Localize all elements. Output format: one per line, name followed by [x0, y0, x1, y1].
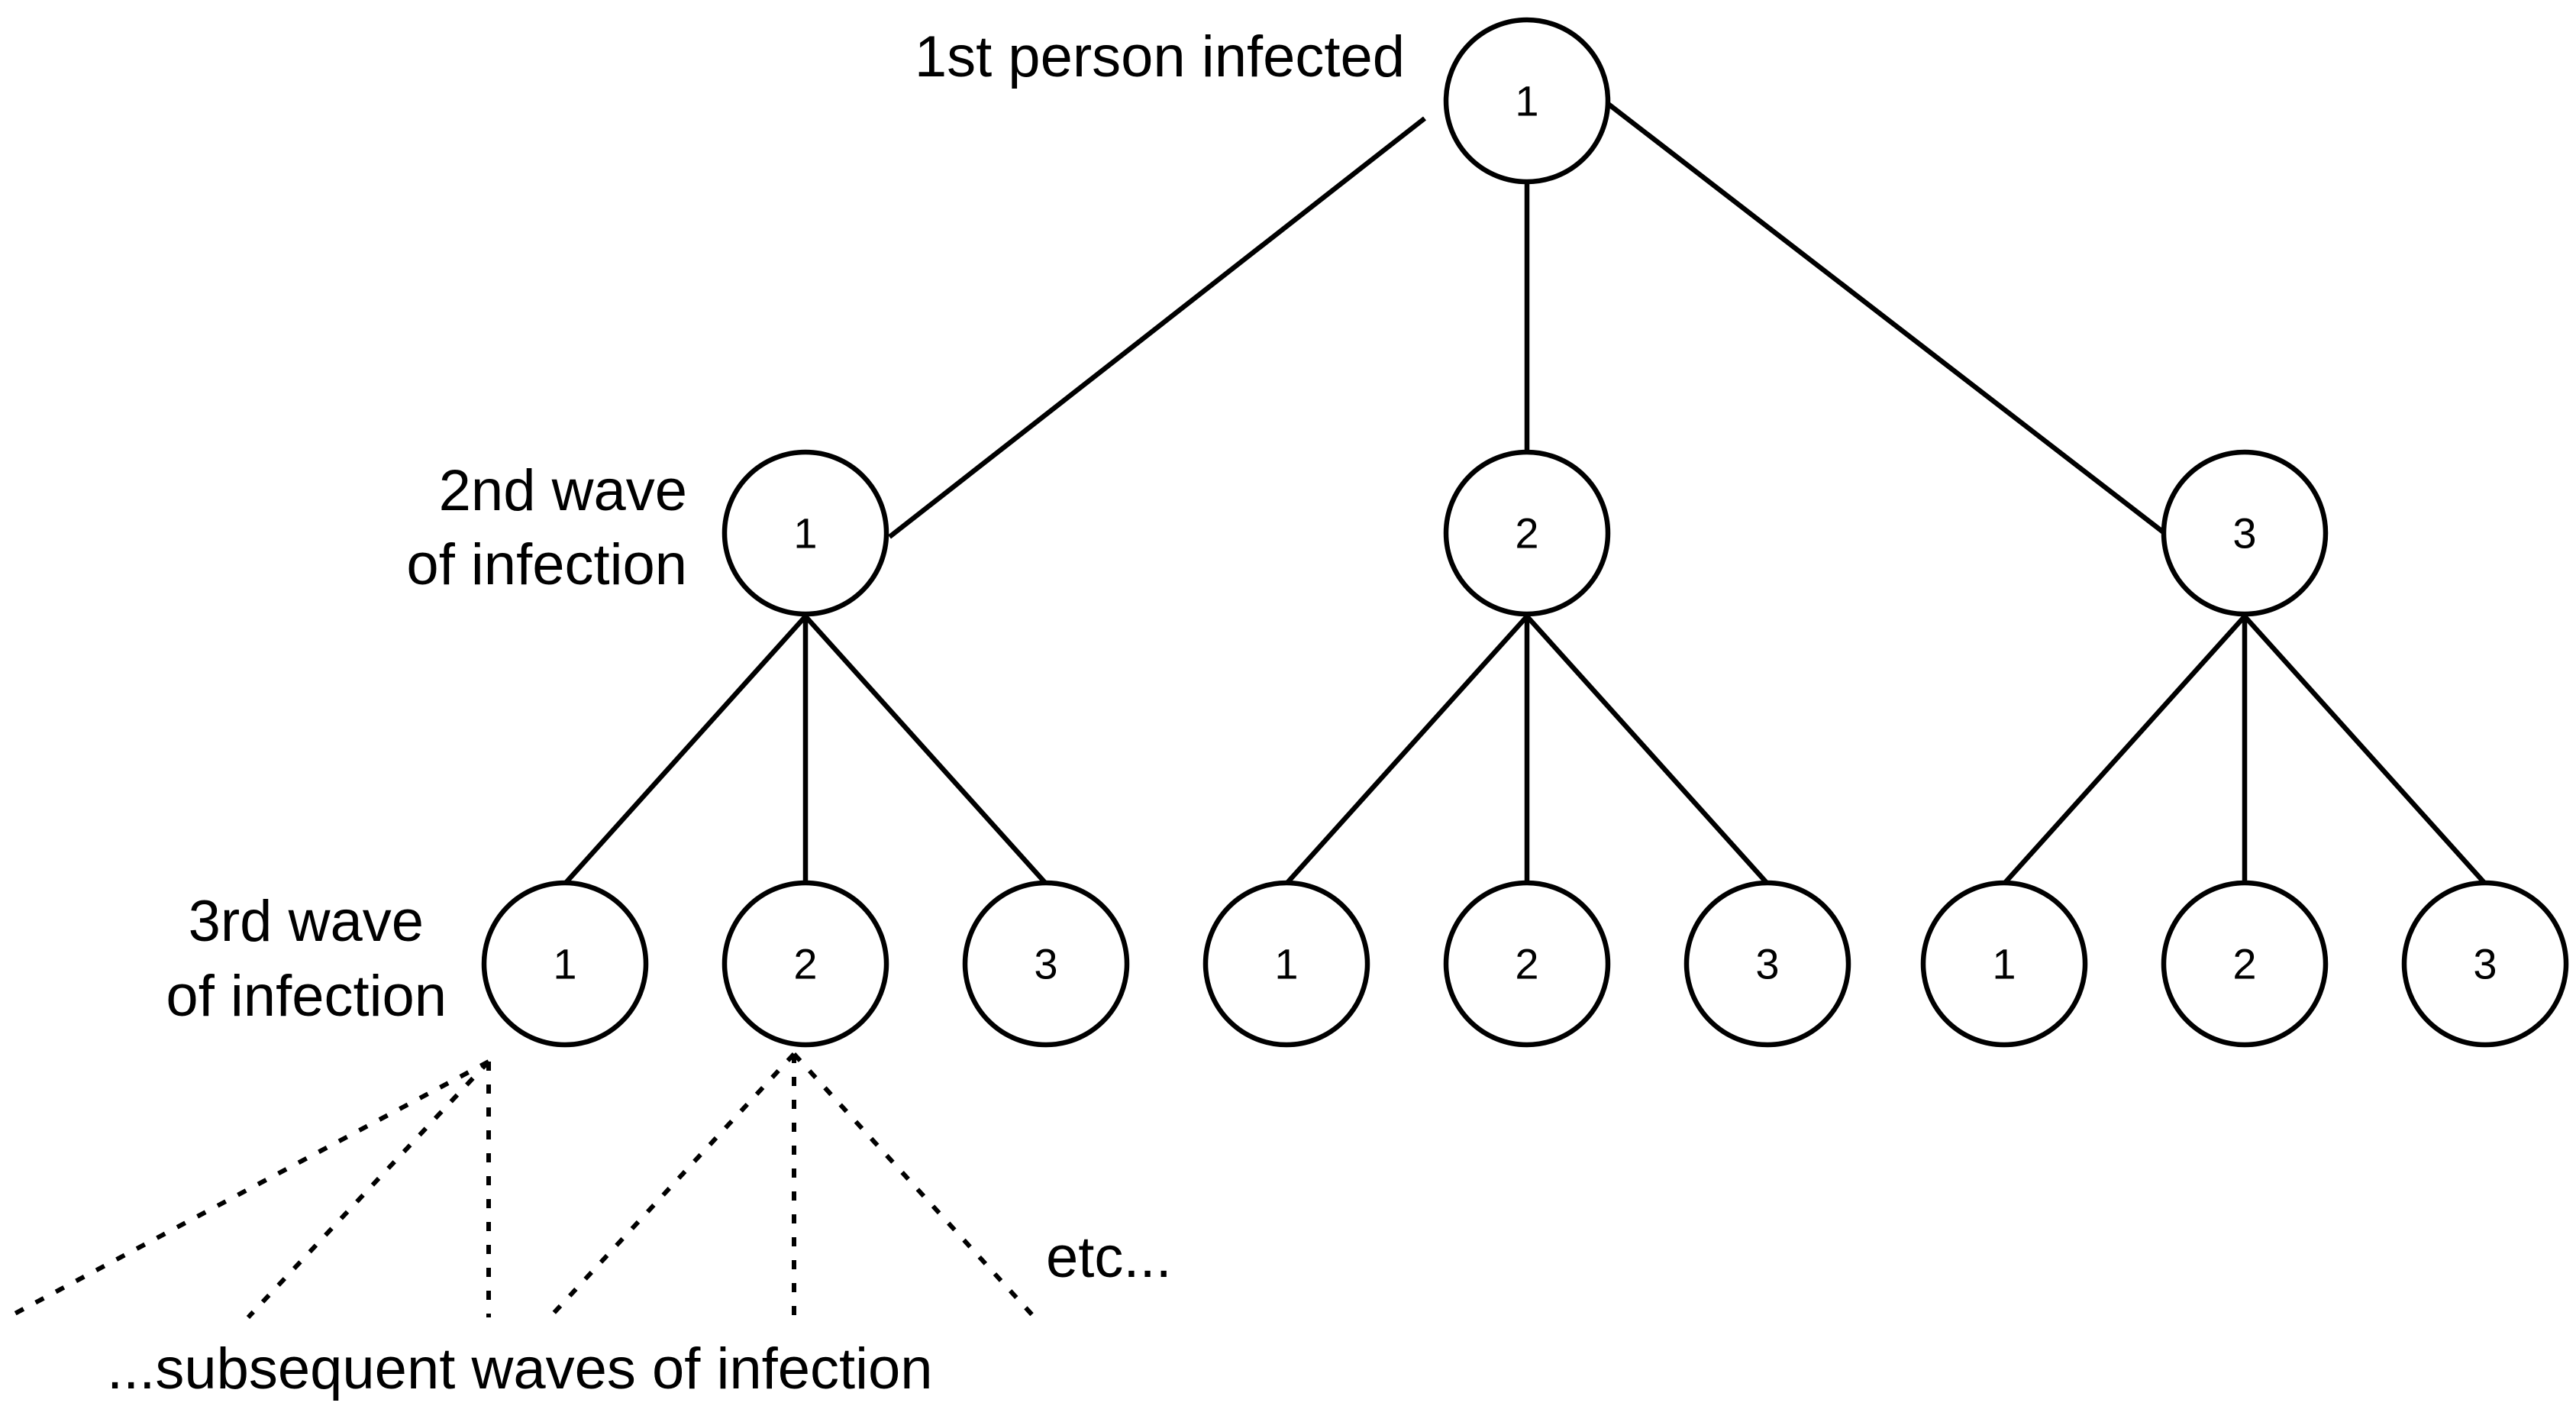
node-wave3-1-2: 2 [721, 880, 889, 1048]
wave3-label-line2: of infection [166, 964, 447, 1029]
dotted-edge-a1 [6, 1059, 490, 1320]
continuation-label: etc... [1046, 1225, 1172, 1290]
edge-w2-3-to-w3-1 [2002, 614, 2247, 886]
root-label: 1st person infected [915, 24, 1405, 89]
node-wave3-3-2: 2 [2161, 880, 2329, 1048]
node-wave2-2: 2 [1443, 449, 1611, 617]
edges-subsequent-waves [6, 1052, 1037, 1320]
edges-wave2-to-wave3 [563, 614, 2487, 886]
edge-w2-2-to-w3-3 [1525, 614, 1770, 886]
wave2-nodes: 1 2 3 [721, 449, 2329, 617]
node-wave3-1-3: 3 [962, 880, 1130, 1048]
subsequent-waves-label: ...subsequent waves of infection [107, 1337, 933, 1401]
node-wave3-2-3: 3 [1683, 880, 1851, 1048]
edge-root-to-wave2-3 [1606, 101, 2166, 535]
node-wave3-1-1-label: 1 [553, 940, 576, 988]
dotted-edge-a2 [246, 1059, 491, 1320]
node-wave3-2-3-label: 3 [1755, 940, 1779, 988]
wave3-label: 3rd wave of infection [166, 889, 447, 1029]
node-wave3-1-2-label: 2 [793, 940, 817, 988]
node-wave3-3-3: 3 [2401, 880, 2569, 1048]
edges-root-to-wave2 [887, 101, 2166, 539]
node-wave3-3-1: 1 [1920, 880, 2088, 1048]
dotted-edge-b1 [547, 1052, 796, 1320]
node-wave2-2-label: 2 [1515, 509, 1538, 558]
node-wave3-2-1-label: 1 [1274, 940, 1298, 988]
node-wave3-2-2-label: 2 [1515, 940, 1538, 988]
node-wave2-1: 1 [721, 449, 889, 617]
node-wave3-2-1: 1 [1202, 880, 1370, 1048]
node-wave3-1-1: 1 [481, 880, 649, 1048]
wave2-label: 2nd wave of infection [406, 458, 687, 597]
node-wave3-3-1-label: 1 [1992, 940, 2016, 988]
wave2-label-line2: of infection [406, 532, 687, 597]
node-root: 1 [1443, 17, 1611, 185]
node-wave3-3-2-label: 2 [2232, 940, 2256, 988]
node-wave3-3-3-label: 3 [2473, 940, 2497, 988]
node-root-circle [1443, 17, 1611, 185]
wave3-label-line1: 3rd wave [189, 889, 424, 954]
edge-w2-2-to-w3-1 [1284, 614, 1529, 886]
edge-w2-3-to-w3-3 [2242, 614, 2487, 886]
edge-w2-1-to-w3-3 [803, 614, 1048, 886]
dotted-edge-b3 [792, 1052, 1037, 1320]
node-wave2-3: 3 [2161, 449, 2329, 617]
wave2-label-line1: 2nd wave [439, 458, 687, 523]
node-wave2-3-label: 3 [2232, 509, 2256, 558]
edge-w2-1-to-w3-1 [563, 614, 808, 886]
node-wave3-1-3-label: 3 [1034, 940, 1057, 988]
wave3-nodes: 1 2 3 1 2 3 1 2 [481, 880, 2569, 1048]
node-wave2-1-label: 1 [793, 509, 817, 558]
node-wave3-2-2: 2 [1443, 880, 1611, 1048]
node-root-label: 1 [1515, 77, 1538, 125]
edge-root-to-wave2-1 [887, 116, 1427, 539]
